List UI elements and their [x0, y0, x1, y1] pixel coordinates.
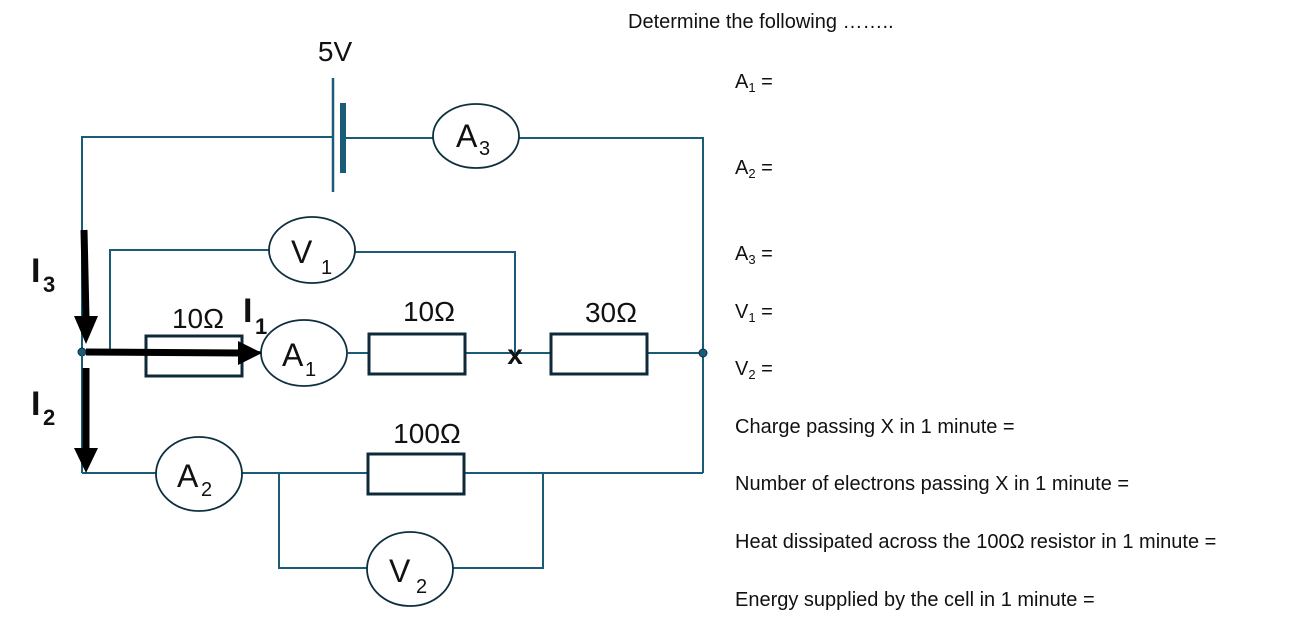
question-energy: Energy supplied by the cell in 1 minute … [735, 589, 1095, 611]
question-a1-equals: = [755, 71, 773, 93]
resistor-100-ohm: 100Ω [366, 418, 466, 496]
ammeter-a3-sub: 3 [479, 138, 490, 160]
resistor-100-ohm-label: 100Ω [393, 418, 461, 449]
question-a2-sub: 2 [748, 166, 756, 181]
wire-v2-left [278, 473, 367, 569]
resistor-10-ohm-2: 10Ω [367, 296, 467, 376]
question-electrons: Number of electrons passing X in 1 minut… [735, 473, 1130, 495]
questions-heading: Determine the following …….. [628, 11, 894, 33]
current-arrow-i2 [74, 368, 98, 473]
voltmeter-v2-letter: V [389, 553, 411, 589]
current-arrow-i1 [85, 341, 262, 365]
current-arrow-i3 [74, 229, 98, 344]
resistor-10-ohm-1-label: 10Ω [172, 303, 224, 334]
voltmeter-v1: V 1 [268, 216, 356, 284]
wire-top-right [518, 137, 704, 473]
ammeter-a1: A 1 [260, 319, 348, 387]
question-v2-sub: 2 [748, 367, 756, 382]
current-label-i1: I 1 [243, 292, 267, 339]
resistor-10-ohm-2-label: 10Ω [403, 296, 455, 327]
question-v2-letter: V [735, 358, 749, 380]
wire-v2-right [453, 473, 544, 569]
question-v1-sub: 1 [748, 310, 756, 325]
point-x-marker: x [507, 339, 523, 370]
ammeter-a1-sub: 1 [305, 359, 316, 381]
resistor-30-ohm: 30Ω [549, 297, 649, 376]
question-v1: V1 = [735, 301, 773, 325]
question-a3-letter: A [735, 243, 749, 265]
voltmeter-v1-sub: 1 [321, 257, 332, 279]
wire-v1-left [109, 249, 270, 352]
question-a3-equals: = [755, 243, 773, 265]
question-charge: Charge passing X in 1 minute = [735, 416, 1015, 438]
ammeter-a1-letter: A [282, 337, 304, 373]
wire-v1-right [355, 251, 516, 352]
circuit-diagram: 5V A 3 V 1 10Ω A 1 10Ω x 30Ω [31, 36, 708, 607]
question-v2-equals: = [755, 358, 773, 380]
question-a1-letter: A [735, 71, 749, 93]
question-a3-sub: 3 [748, 252, 756, 267]
question-a3: A3 = [735, 243, 773, 267]
current-label-i3: I 3 [31, 252, 55, 297]
question-heat: Heat dissipated across the 100Ω resistor… [735, 531, 1217, 553]
battery-cell: 5V [318, 36, 353, 192]
ammeter-a3: A 3 [432, 103, 520, 169]
question-v1-equals: = [755, 301, 773, 323]
question-v2: V2 = [735, 358, 773, 382]
question-a2: A2 = [735, 157, 773, 181]
current-label-i1-sub: 1 [255, 314, 267, 339]
question-a1-sub: 1 [748, 80, 756, 95]
resistor-10-ohm-1: 10Ω [144, 303, 244, 378]
current-label-i3-sub: 3 [43, 272, 55, 297]
question-v1-letter: V [735, 301, 749, 323]
battery-voltage-label: 5V [318, 36, 353, 67]
question-a1: A1 = [735, 71, 773, 95]
voltmeter-v2: V 2 [366, 531, 454, 607]
resistor-30-ohm-label: 30Ω [585, 297, 637, 328]
current-label-i1-letter: I [243, 292, 252, 330]
question-a2-letter: A [735, 157, 749, 179]
current-label-i2-sub: 2 [43, 405, 55, 430]
ammeter-a3-letter: A [456, 118, 478, 154]
ammeter-a2: A 2 [155, 436, 243, 512]
ammeter-a2-letter: A [177, 458, 199, 494]
question-a2-equals: = [755, 157, 773, 179]
current-label-i2-letter: I [31, 385, 40, 423]
voltmeter-v2-sub: 2 [416, 576, 427, 598]
voltmeter-v1-letter: V [291, 234, 313, 270]
current-label-i3-letter: I [31, 252, 40, 290]
ammeter-a2-sub: 2 [201, 479, 212, 501]
junction-right [698, 348, 708, 358]
current-label-i2: I 2 [31, 385, 55, 430]
